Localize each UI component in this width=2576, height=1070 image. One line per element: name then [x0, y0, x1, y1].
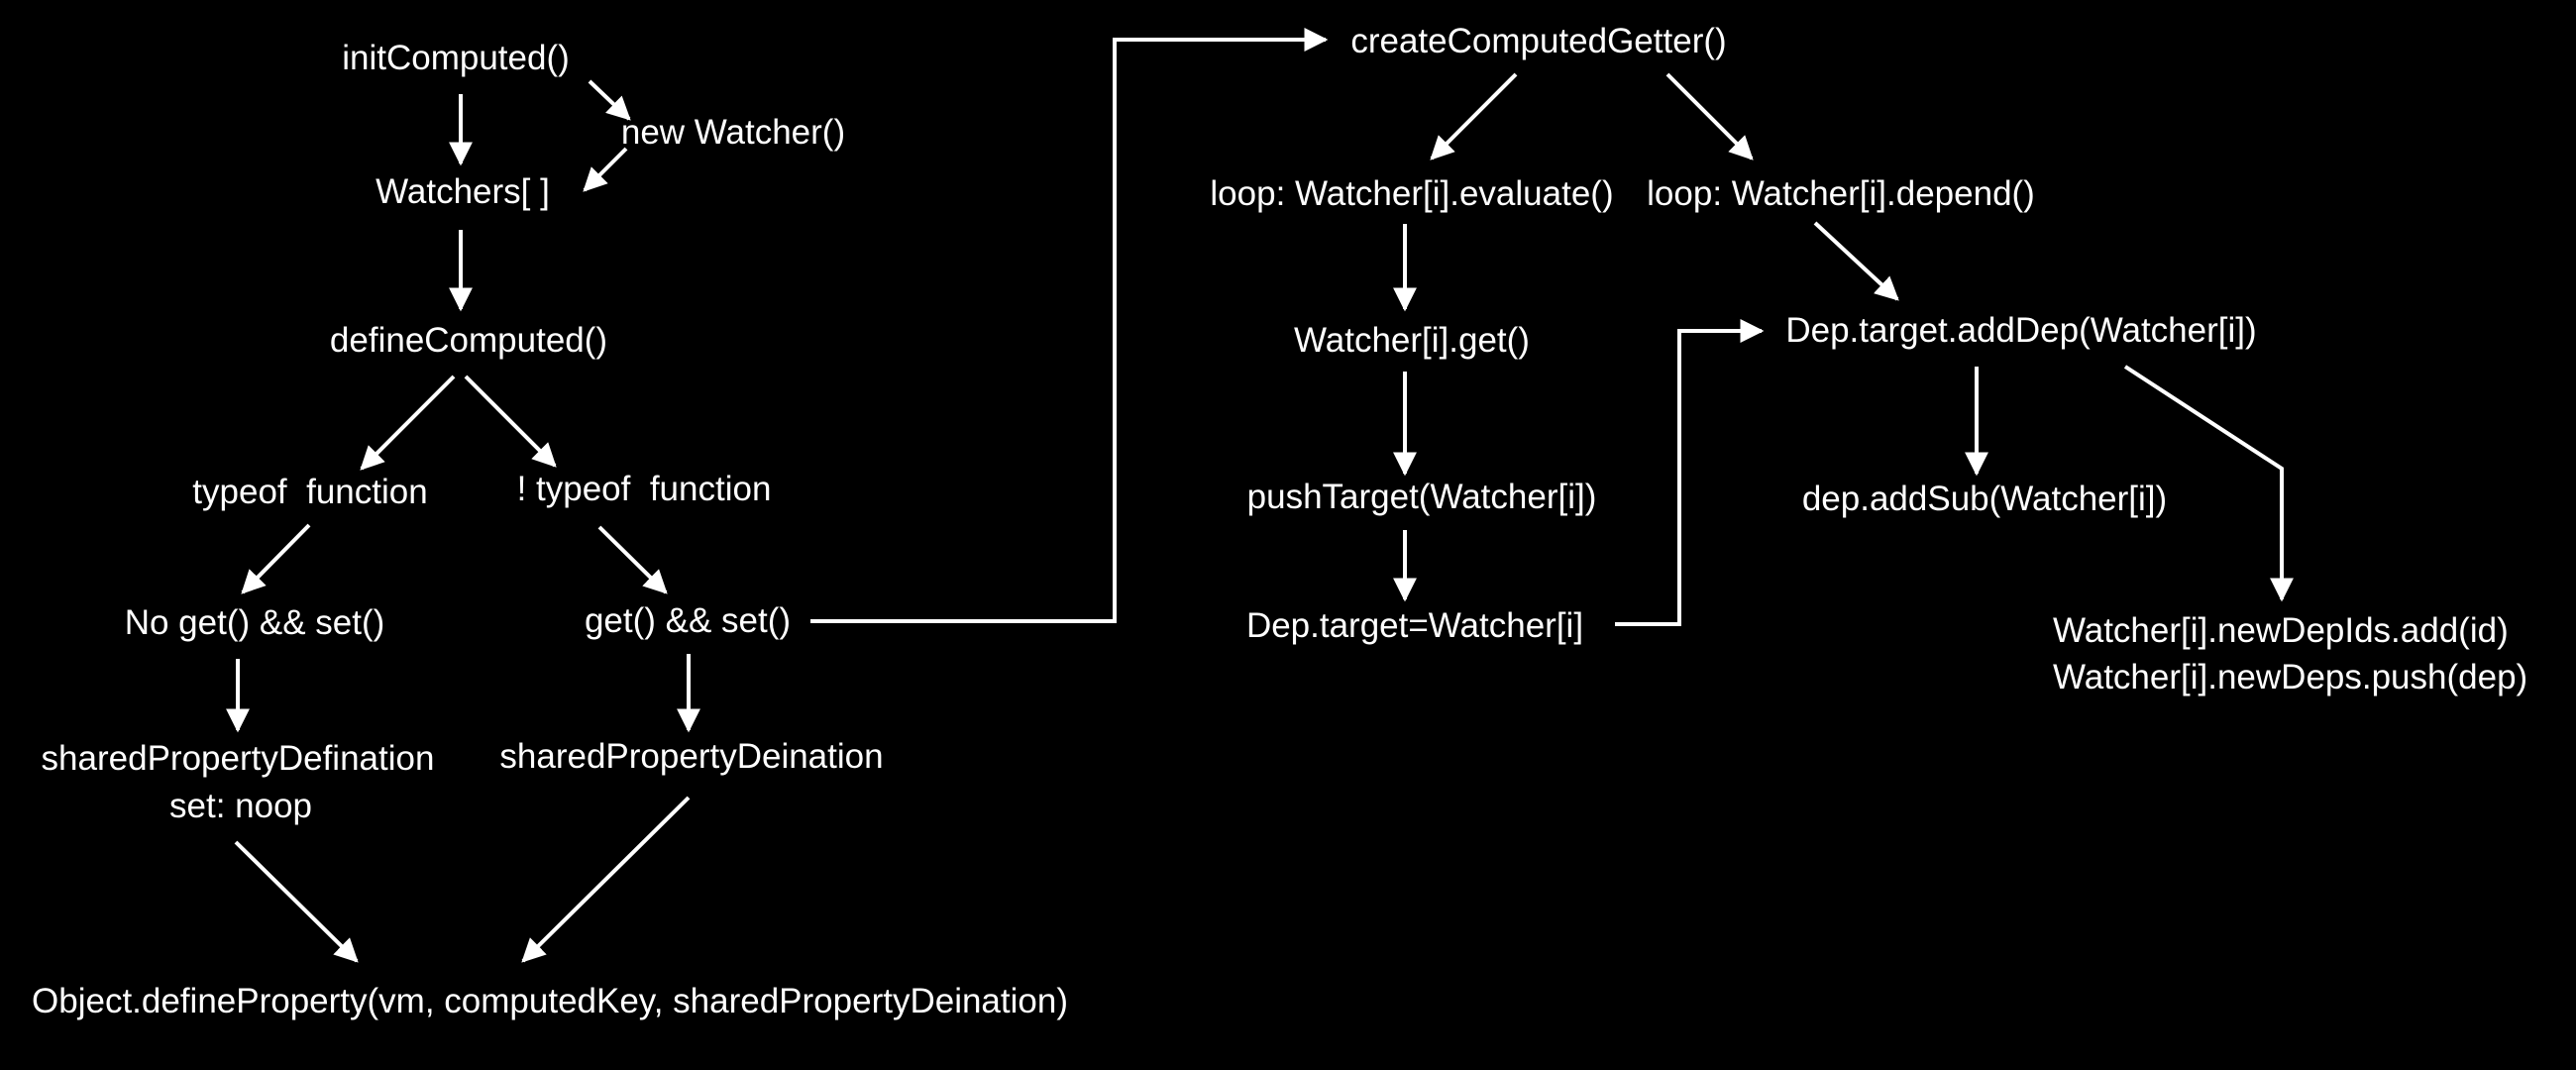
node-new-dep-ids-add: Watcher[i].newDepIds.add(id): [2053, 611, 2509, 650]
edge-define-to-typeof: [360, 374, 456, 471]
edge-assign-to-add-dep: [1615, 319, 1765, 626]
edge-depend-to-add-dep: [1813, 221, 1899, 301]
node-define-computed: defineComputed(): [330, 321, 607, 360]
edge-shared-deination-to-object-define: [521, 796, 691, 963]
edge-getter-to-evaluate: [1430, 72, 1518, 160]
node-set-noop: set: noop: [169, 787, 312, 825]
edge-init-to-new-watcher: [588, 79, 631, 121]
node-object-define-property: Object.defineProperty(vm, computedKey, s…: [32, 982, 1068, 1020]
node-new-deps-push: Watcher[i].newDeps.push(dep): [2053, 658, 2527, 696]
node-loop-evaluate: loop: Watcher[i].evaluate(): [1210, 174, 1613, 213]
node-watcher-get: Watcher[i].get(): [1294, 321, 1530, 360]
node-init-computed: initComputed(): [342, 39, 570, 77]
node-not-typeof-function: ! typeof function: [517, 470, 772, 508]
node-dep-target-add-dep: Dep.target.addDep(Watcher[i]): [1785, 311, 2256, 350]
node-dep-add-sub: dep.addSub(Watcher[i]): [1802, 480, 2167, 518]
node-get-set: get() && set(): [585, 601, 791, 640]
node-push-target: pushTarget(Watcher[i]): [1247, 478, 1597, 516]
node-no-get-set: No get() && set(): [125, 603, 385, 642]
node-create-computed-getter: createComputedGetter(): [1350, 22, 1726, 60]
edge-not-typeof-to-get-set: [597, 525, 668, 594]
node-shared-property-deination: sharedPropertyDeination: [499, 737, 883, 776]
node-loop-depend: loop: Watcher[i].depend(): [1647, 174, 2035, 213]
node-watchers-list: Watchers[ ]: [376, 172, 550, 211]
edge-shared-defination-to-object-define: [234, 840, 359, 963]
edge-new-watcher-to-watchers: [583, 147, 628, 192]
node-new-watcher: new Watcher(): [621, 113, 845, 152]
node-shared-property-defination: sharedPropertyDefination: [42, 739, 435, 778]
edge-typeof-to-no-get-set: [241, 523, 311, 594]
node-typeof-function: typeof function: [192, 473, 427, 511]
edge-get-set-to-create-getter: [810, 28, 1329, 623]
edge-getter-to-depend: [1665, 72, 1754, 160]
edges: [226, 28, 2294, 963]
edge-add-dep-to-watcher-deps: [2123, 365, 2294, 602]
nodes: initComputed() new Watcher() Watchers[ ]…: [32, 22, 2527, 1020]
node-dep-target-assign: Dep.target=Watcher[i]: [1246, 606, 1583, 645]
edge-define-to-not-typeof: [464, 374, 557, 468]
